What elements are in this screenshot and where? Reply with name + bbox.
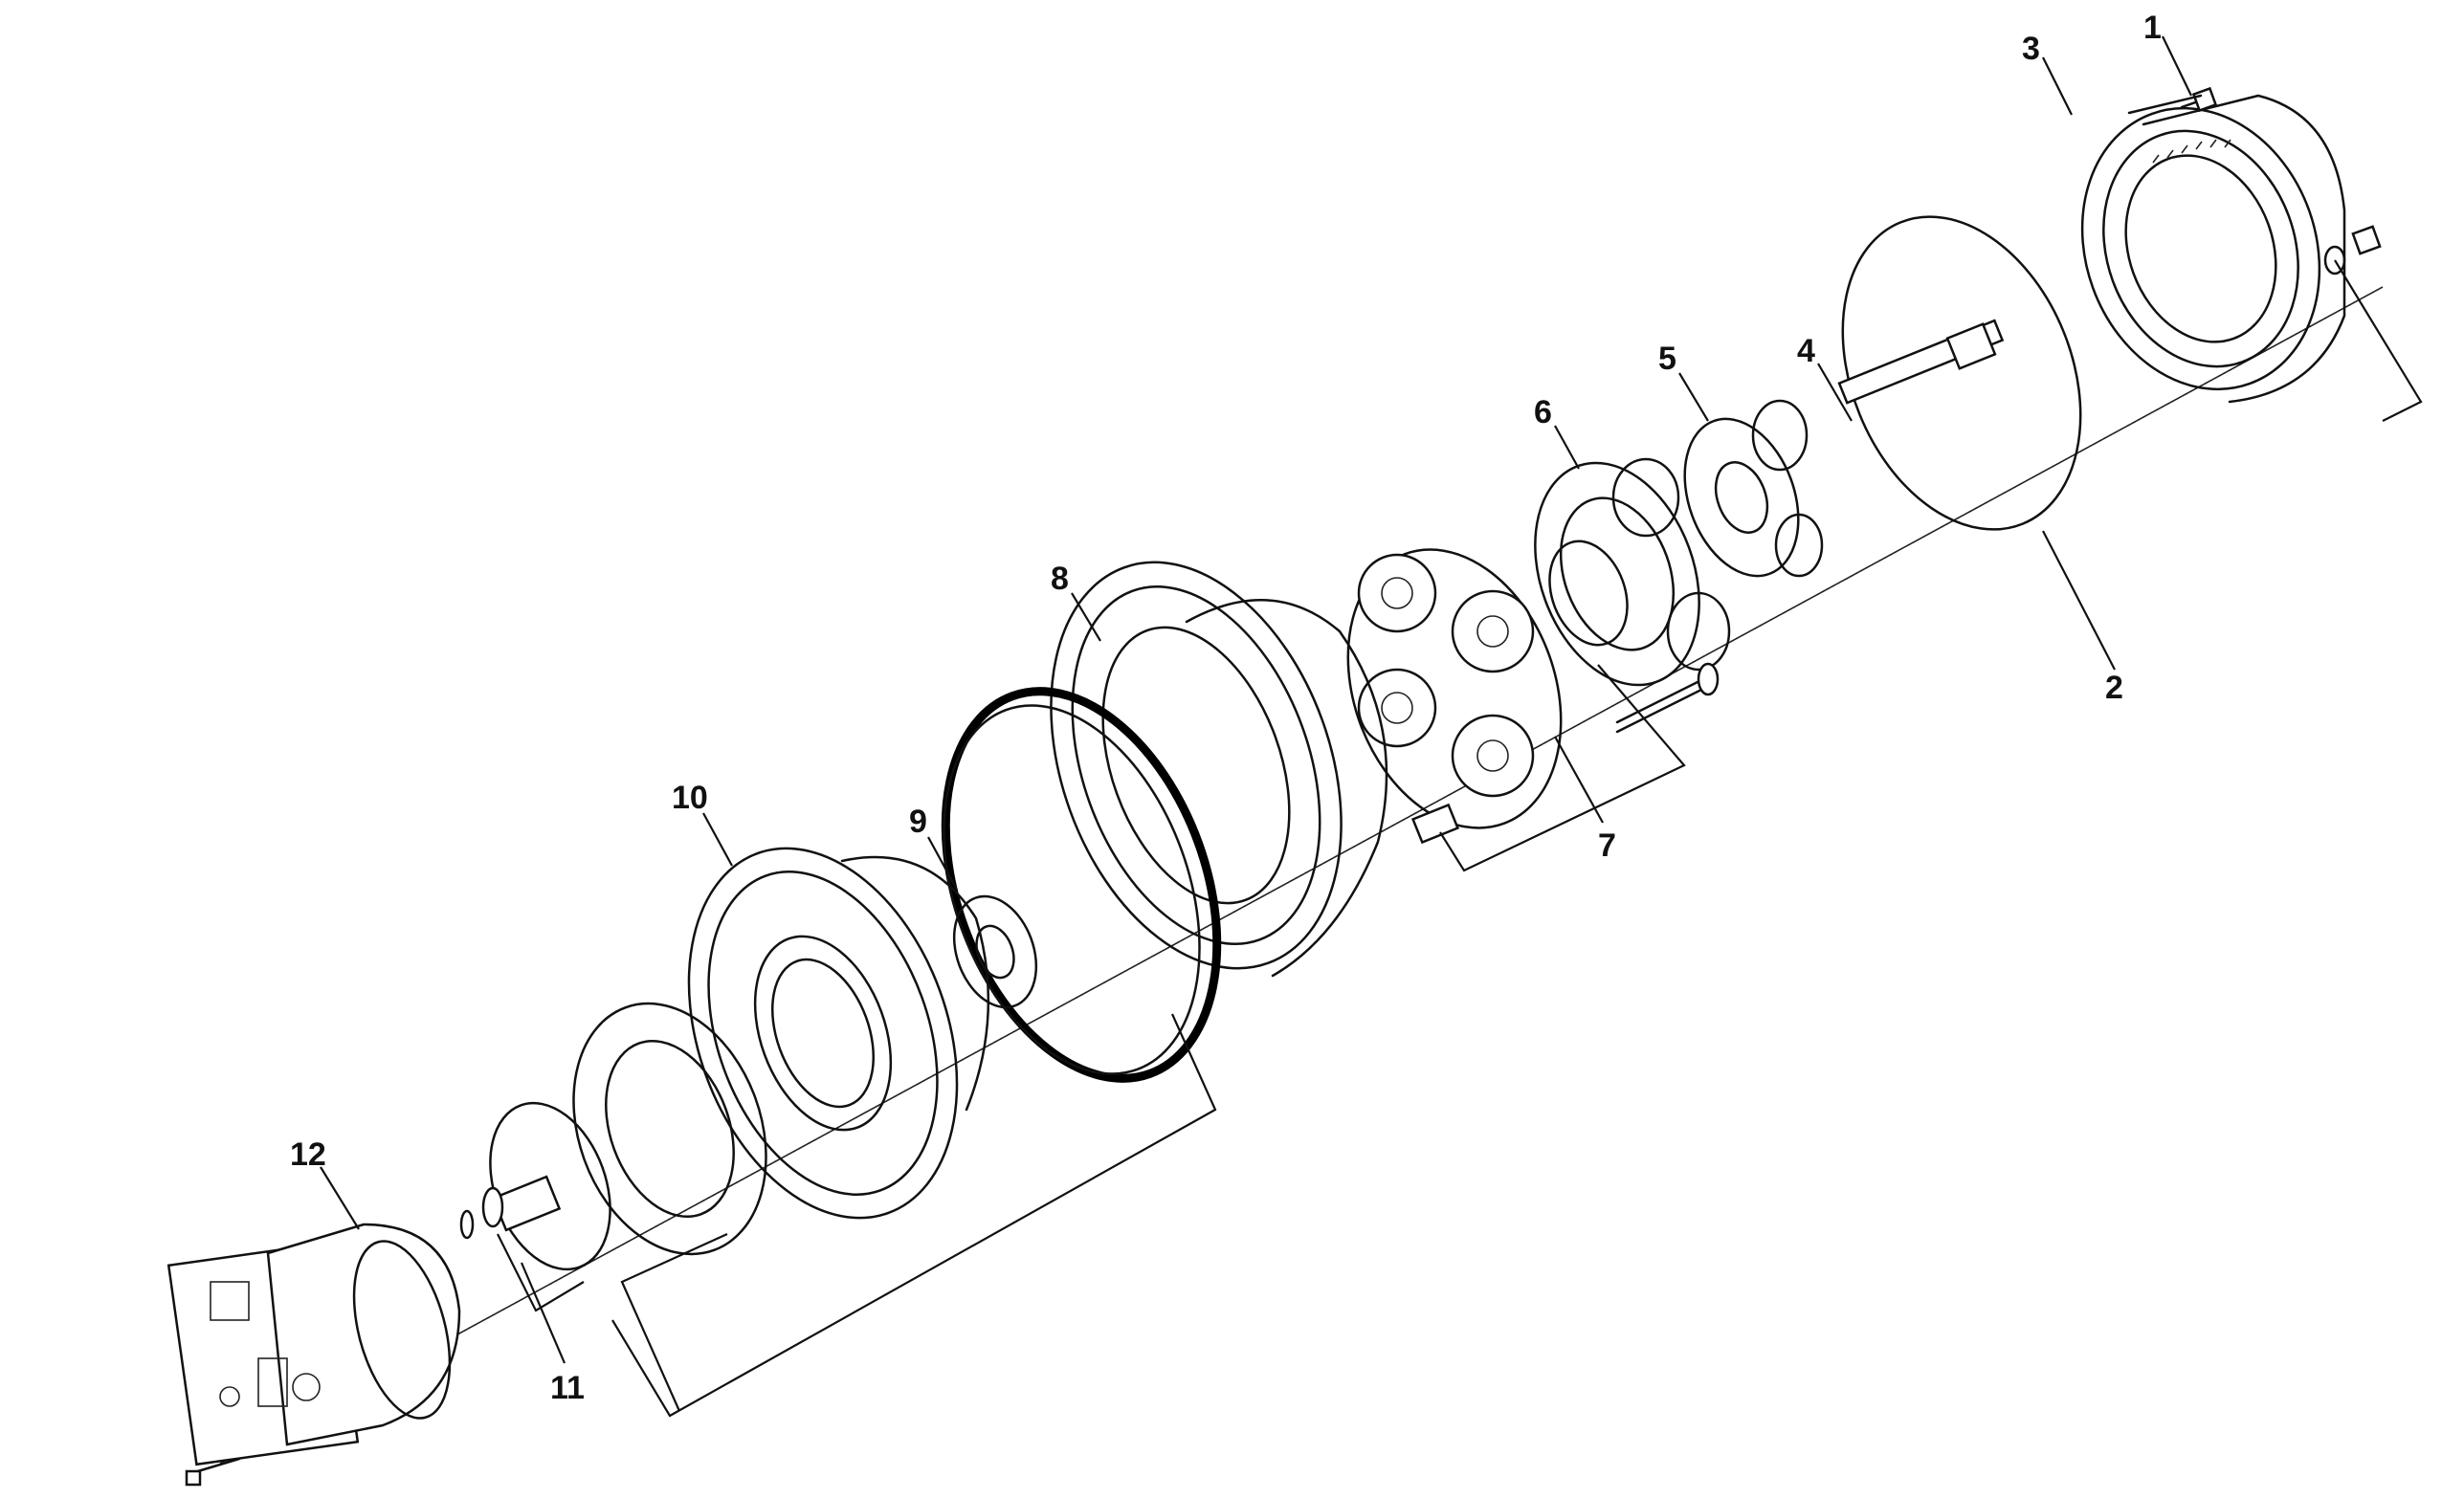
leader-12: [320, 1166, 360, 1230]
callout-10: 10: [672, 780, 708, 816]
leader-4: [1817, 363, 1853, 422]
assembly-axis: [219, 286, 2384, 1465]
part-7-planet-stage: [1346, 548, 1720, 845]
callout-3: 3: [2022, 31, 2040, 67]
part-8-hub: [1050, 561, 1388, 978]
callout-2: 2: [2105, 670, 2123, 706]
leader-11: [520, 1262, 566, 1364]
part-12-motor: [166, 1223, 461, 1487]
part-1-bolt: [2127, 86, 2218, 115]
part-11-coupling: [459, 1175, 562, 1240]
callout-9: 9: [909, 804, 927, 840]
part-5-carrier: [1683, 399, 1824, 578]
bracket-7-group: [1439, 664, 1686, 872]
bracket-10-group: [620, 1232, 728, 1412]
callout-6: 6: [1534, 394, 1552, 430]
callout-5: 5: [1658, 341, 1676, 377]
leader-2: [2042, 530, 2116, 671]
leader-8: [1071, 592, 1101, 642]
part-4-shaft: [1837, 319, 2005, 405]
bracket-11-group: [497, 1233, 585, 1312]
part-8-seal: [941, 687, 1222, 1083]
leader-1: [2162, 35, 2192, 97]
part-3-housing: [2080, 94, 2346, 404]
part-6-carrier: [1534, 457, 1731, 687]
bracket-housing-hardware: [2334, 259, 2423, 422]
bracket-8-group: [611, 1013, 1217, 1418]
callout-12: 12: [290, 1136, 326, 1173]
leader-10: [702, 812, 733, 867]
leader-5: [1678, 372, 1709, 422]
part-10-spacer: [572, 1002, 767, 1256]
callout-8: 8: [1051, 561, 1069, 597]
callout-7: 7: [1598, 827, 1616, 864]
leader-3: [2042, 56, 2073, 116]
part-10-flange: [687, 847, 990, 1220]
callout-1: 1: [2143, 10, 2162, 46]
leader-7: [1554, 736, 1604, 824]
part-2-o-ring: [1841, 215, 2082, 531]
callout-4: 4: [1797, 333, 1815, 369]
leader-9: [927, 836, 958, 891]
part-1-nut: [2323, 225, 2382, 276]
leader-6: [1554, 425, 1580, 470]
callout-11: 11: [550, 1370, 585, 1406]
part-9-washer: [952, 894, 1038, 1009]
